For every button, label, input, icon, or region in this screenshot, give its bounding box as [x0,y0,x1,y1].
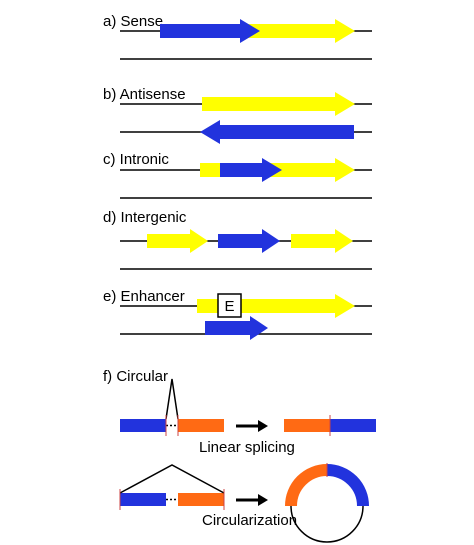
circ-exon-orange [285,464,328,507]
exon-blue [330,419,376,432]
intronic-arrow-blue [220,158,282,182]
exon-blue [120,419,166,432]
label-sense: a) Sense [103,13,163,30]
splice-loop [165,378,179,420]
gene-arrow-yellow-left [147,229,208,253]
label-linear-splicing: Linear splicing [199,439,295,456]
gene-arrow-yellow-right [291,229,353,253]
antisense-arrow-blue [200,120,354,144]
linear-pre-mrna [120,378,224,436]
intergenic-arrow-blue [218,229,280,253]
panel-circular: f) Circular Linear splicing [103,368,376,543]
panel-antisense: b) Antisense [103,86,372,144]
linear-mature-mrna [284,415,376,436]
circ-arrow-icon [236,494,268,506]
enhancer-box-label: E [224,298,234,315]
panel-intergenic: d) Intergenic [103,209,372,270]
label-intronic: c) Intronic [103,151,169,168]
exon-orange [178,419,224,432]
label-circularization: Circularization [202,512,297,529]
label-antisense: b) Antisense [103,86,186,103]
exon-blue [120,493,166,506]
circ-pre-mrna [119,464,225,510]
label-enhancer: e) Enhancer [103,288,185,305]
circ-exon-blue [326,464,369,507]
panel-sense: a) Sense [103,13,372,60]
panel-enhancer: e) Enhancer E [103,288,372,340]
linear-arrow-icon [236,420,268,432]
label-intergenic: d) Intergenic [103,209,187,226]
label-circular: f) Circular [103,368,168,385]
circular-rna [285,463,369,543]
backsplice-loop [119,464,225,494]
exon-orange [178,493,224,506]
gene-arrow-blue [160,19,260,43]
enhancer-arrow-blue [205,316,268,340]
enhancer-box [217,293,242,318]
panel-intronic: c) Intronic [103,151,372,199]
gene-arrow-yellow [202,92,355,116]
exon-orange [284,419,330,432]
